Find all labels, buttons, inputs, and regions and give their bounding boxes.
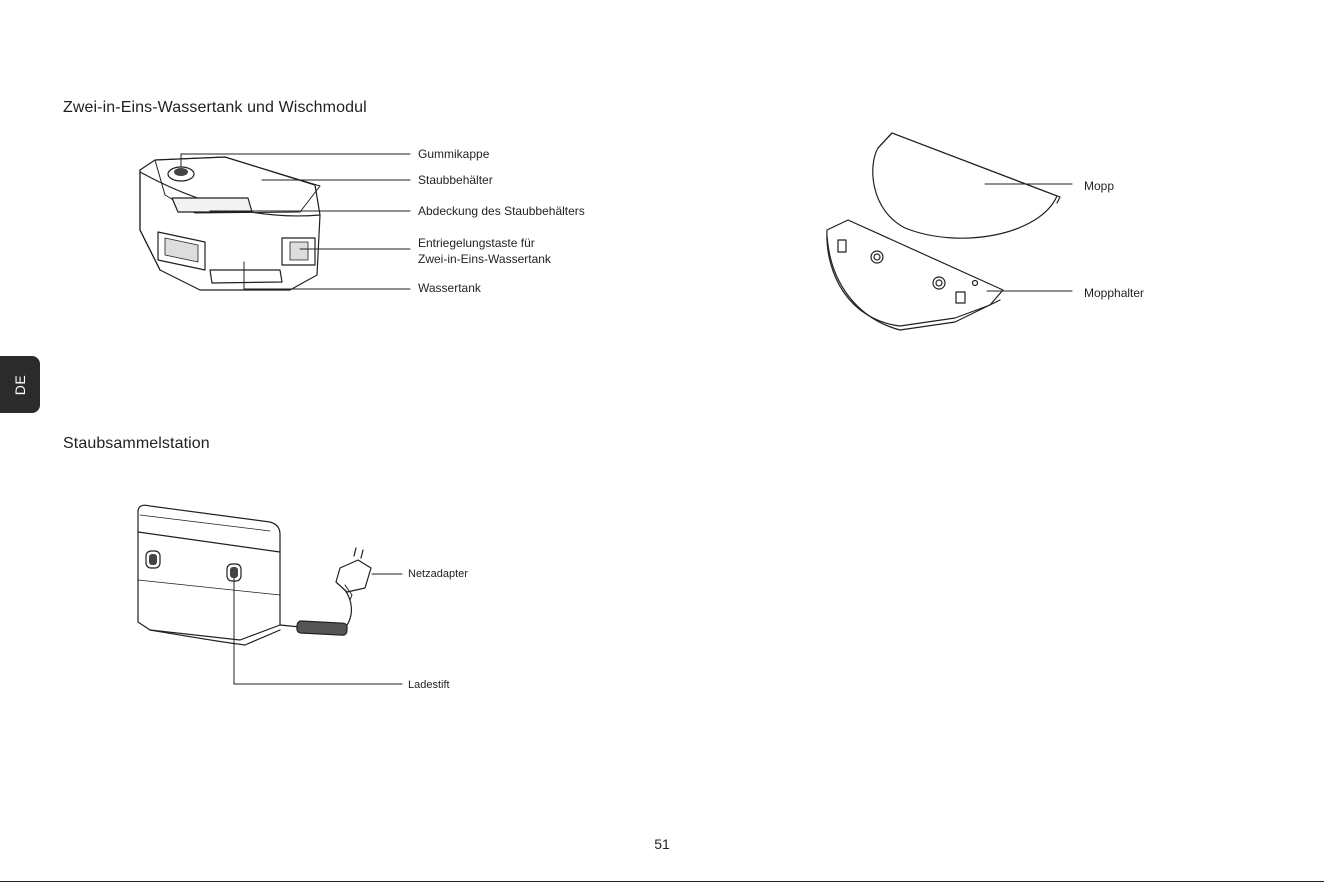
- bottom-rule: [0, 881, 1324, 882]
- label-mopphalter: Mopphalter: [1084, 285, 1144, 301]
- dust-station-illustration: [138, 505, 371, 645]
- label-mopp: Mopp: [1084, 178, 1114, 194]
- label-netzadapter: Netzadapter: [408, 566, 468, 582]
- page-number: 51: [0, 836, 1324, 852]
- label-entriegelungstaste-line1: Entriegelungstaste für: [418, 235, 535, 251]
- label-entriegelungstaste-line2: Zwei-in-Eins-Wassertank: [418, 251, 551, 267]
- label-ladestift: Ladestift: [408, 677, 450, 693]
- label-staubbehaelter: Staubbehälter: [418, 172, 493, 188]
- label-wassertank: Wassertank: [418, 280, 481, 296]
- water-tank-module-illustration: [140, 157, 320, 290]
- label-abdeckung-staubbehaelter: Abdeckung des Staubbehälters: [418, 203, 585, 219]
- mop-illustration: [873, 133, 1060, 238]
- mop-holder-illustration: [827, 220, 1003, 330]
- label-gummikappe: Gummikappe: [418, 146, 489, 162]
- water-tank-leader-lines: [181, 154, 410, 289]
